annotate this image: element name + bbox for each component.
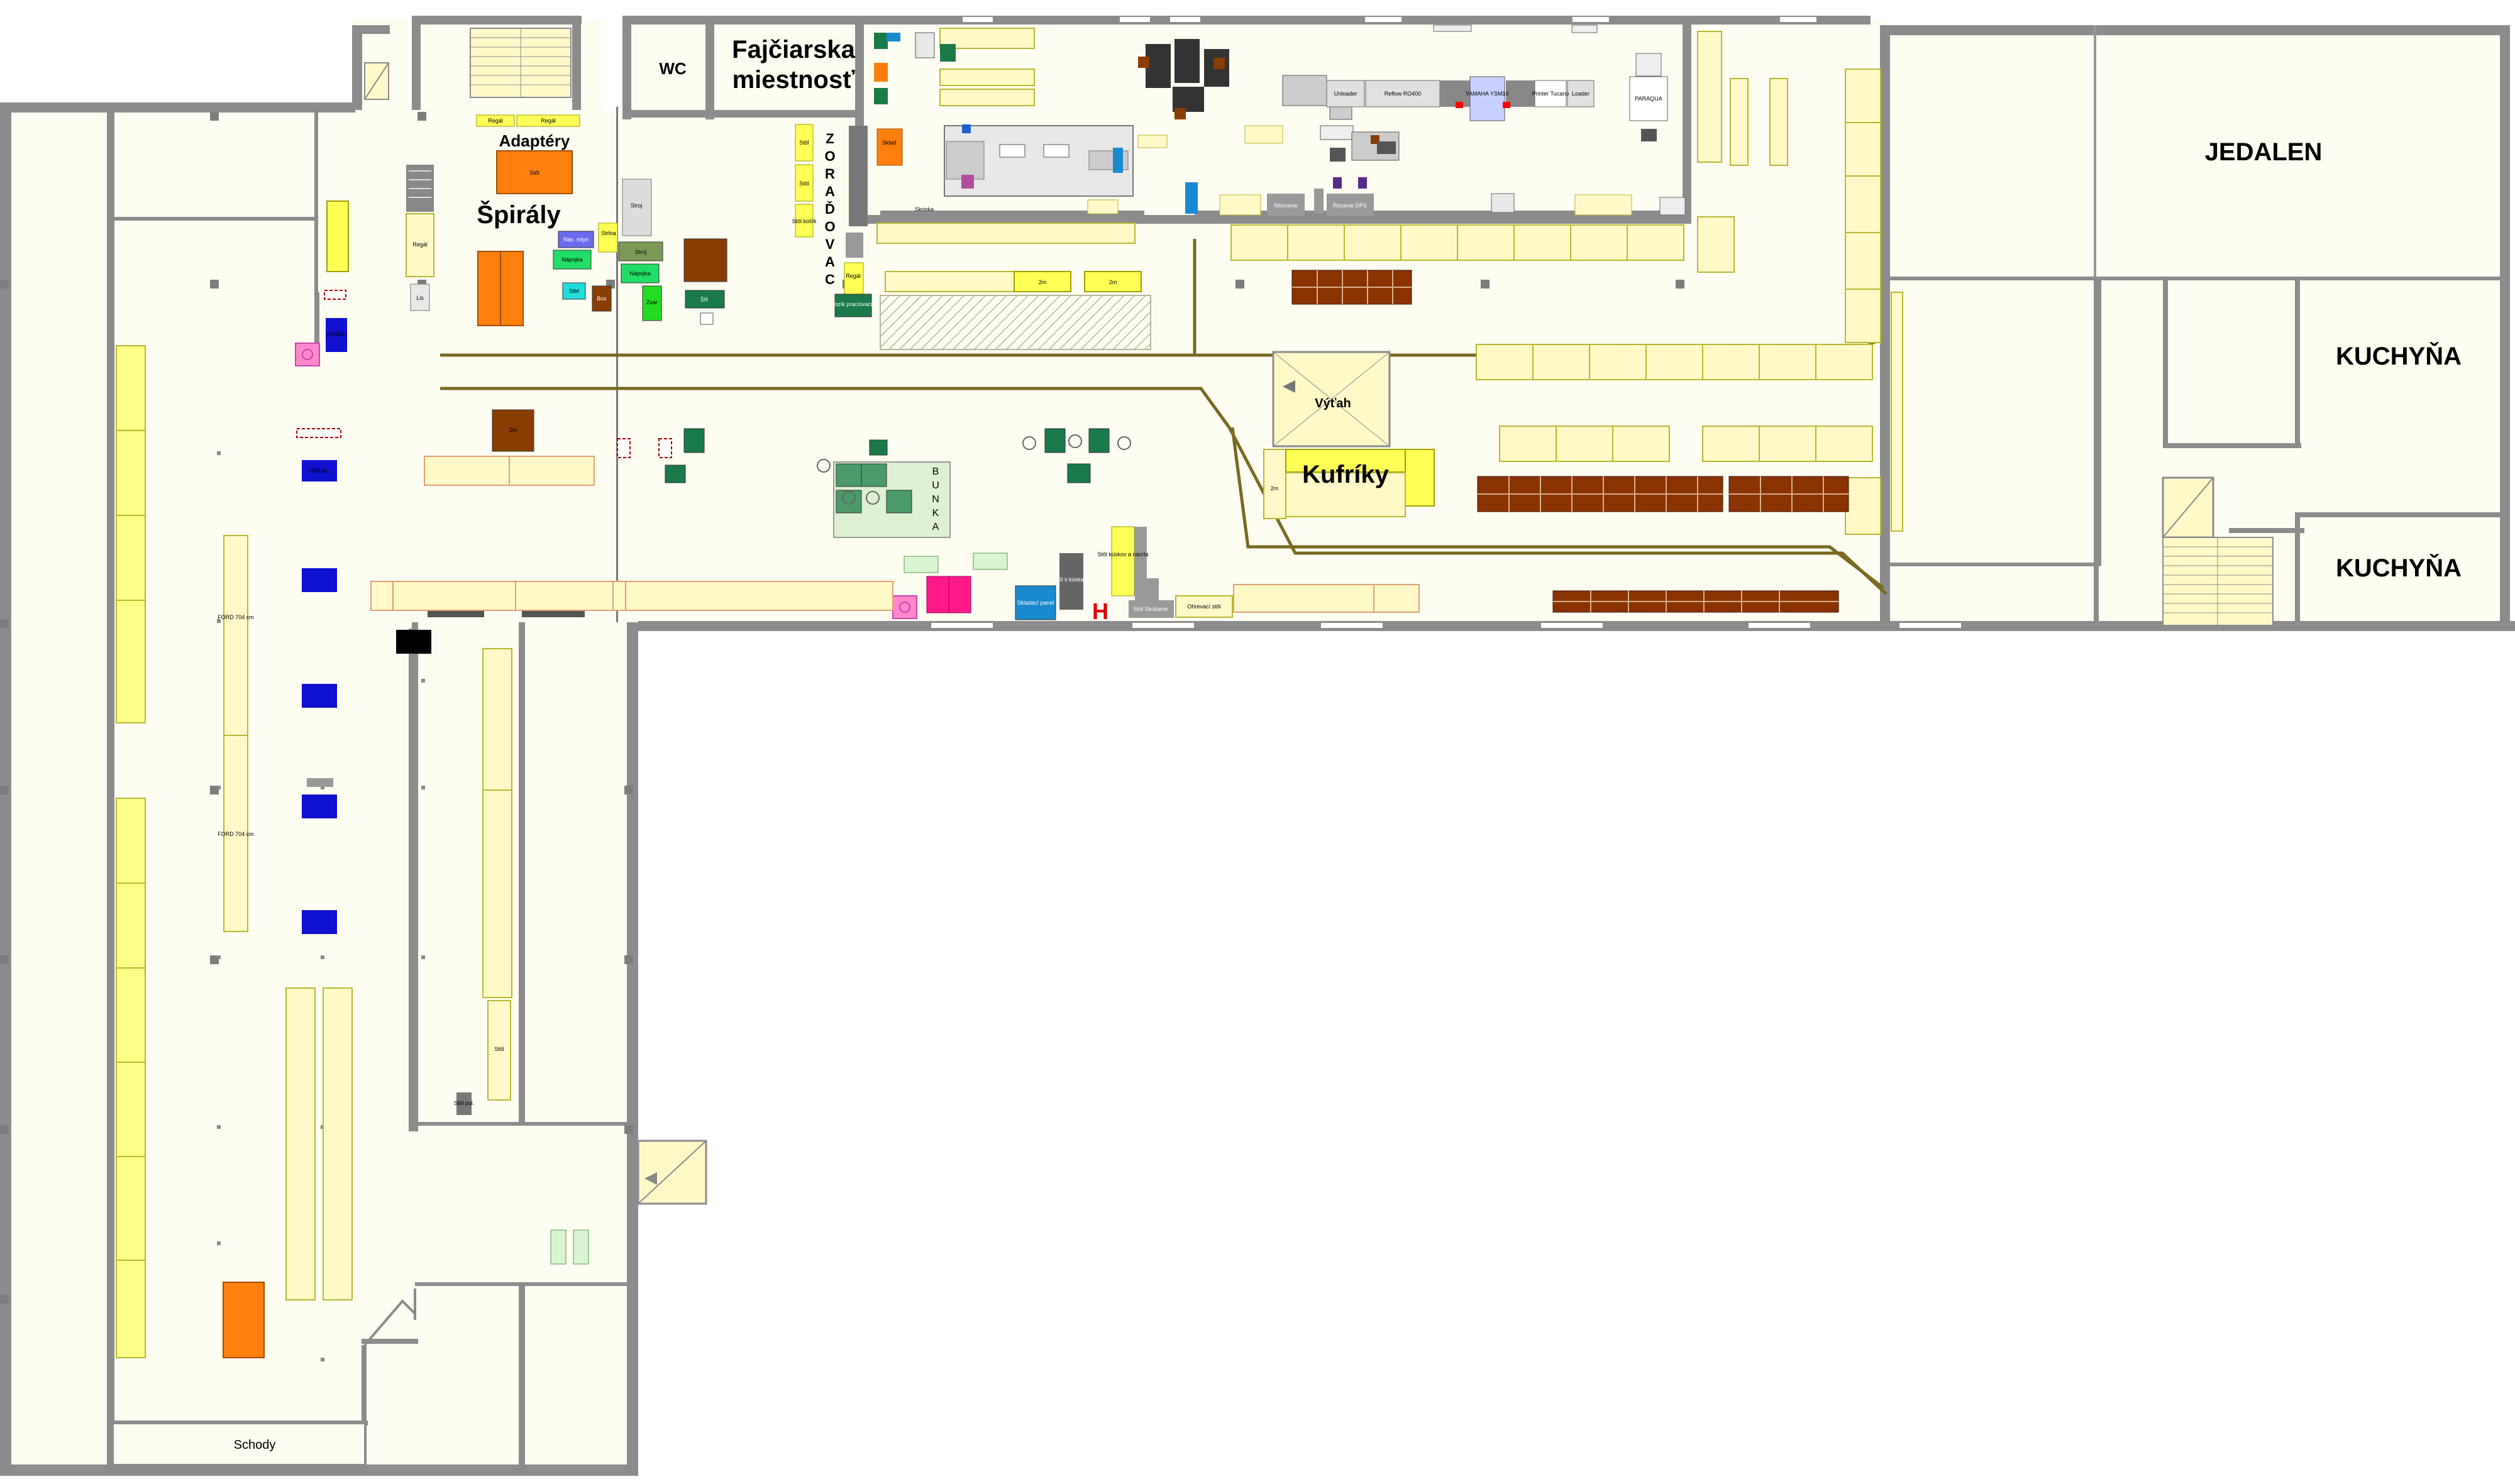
label-yamaha: YAMAHA YSM10 [1466,91,1509,97]
label-ohrevaci-stol: Ohrevací stôl [1187,603,1220,610]
label-paraqua: PARAQUA [1635,96,1662,102]
label-ondal: ONDAL [326,331,346,338]
label-nitovanie: Nitovanie [1274,202,1298,209]
label-regal: Regál [541,118,556,124]
bunka-letter: N [932,494,939,505]
label-regal: Regál [488,118,503,124]
room-label-jedalen: JEDALEN [2205,138,2323,166]
bunka-letter: U [932,480,939,491]
label-vozik: Vozík prac/ovacia [831,301,876,307]
west-wing [113,345,707,1465]
label-rezanie: Rezanie DPS [1333,202,1367,209]
label-2m: 2m [1109,279,1117,285]
label-stroj: Stroj [635,249,647,255]
columns [0,112,1684,1304]
label-2m: 2m [1271,485,1279,492]
zoradovaci-area [795,124,903,317]
label-stol-sklad: Stôl [799,140,809,146]
storage-racks [1230,31,1903,535]
label-regal-small: Regál [846,273,861,279]
zoradovaci-letter: C [825,272,835,287]
label-stol-s-kuskami: Stôl s kúskami [1053,576,1090,583]
bunka-letter: K [932,508,939,519]
label-ondal: ONDAL [309,468,329,474]
label-stol-pul: Stôl pul. [454,1100,475,1106]
label-skrinka: Skrinka [915,206,934,212]
label-2m: 2m [509,427,517,433]
label-ford: FORD 704 cm [218,614,254,620]
label-reflow: Reflow RO400 [1385,91,1422,97]
label-zvar: Zvar [646,299,658,305]
label-stol-kusky: Stôl [799,180,809,187]
smt-room [874,25,1686,216]
area-label-vytah: Výťah [1315,397,1351,410]
label-box: Box [597,295,607,302]
area-label-spiraly: Špirály [477,200,561,229]
area-label-kufriky: Kufríky [1302,461,1390,488]
room-label-wc: WC [659,59,687,78]
room-label-miestnost: miestnosť [732,66,856,94]
label-stroj: Stroj [631,202,643,209]
vytah-kufriky-area [1263,351,1435,519]
bunka-letter: B [932,466,939,477]
zoradovaci-letter: Z [826,131,834,146]
east-stairs [2162,476,2274,626]
zoradovaci-letter: O [824,148,835,164]
label-stbt: Stbt [569,288,580,294]
label-strlna: Strlna [601,230,616,236]
label-2m: 2m [1039,279,1047,285]
windows [930,16,1962,629]
room-label-kuchyna-upper: KUCHYŇA [2336,341,2462,370]
area-label-adaptery: Adaptéry [499,131,570,150]
label-nas-mlyn: Nas. mlyn [563,236,589,243]
label-unloader: Unloader [1334,91,1357,97]
room-labels: JEDALEN KUCHYŇA KUCHYŇA WC Fajčiarska mi… [234,36,2462,1452]
spiraly-area [295,114,727,486]
label-loader: Loader [1572,91,1589,97]
central-area [370,223,1420,620]
label-printer: Printer Tucano [1532,91,1569,97]
pallets [1291,270,1849,613]
zoradovaci-letter: V [826,236,835,252]
label-napajka: Nápojka [561,256,582,263]
label-napajka: Nápojka [629,270,650,277]
fire-extinguisher-mark: H [1092,598,1108,624]
room-label-schody: Schody [234,1438,276,1452]
zoradovaci-letter: Ď [825,201,835,217]
equipment-labels: Regál Regál Stôl Regál Lis ONDAL ONDAL F… [218,91,1662,1106]
label-stol: Stôl [529,170,539,176]
label-stol-skusanie: Stôl Skúšanie [1133,606,1168,612]
label-stol: Stôl [494,1046,504,1052]
zoradovaci-letter: R [825,166,835,182]
bunka-vertical-label: B U N K A [932,466,939,532]
room-label-fajciarska: Fajčiarska [732,36,855,63]
label-skladaci-panel: Skladací panel [1017,600,1054,606]
room-label-kuchyna-lower: KUCHYŇA [2336,553,2462,582]
label-stol-kuskov: Stôl kúskov a nácrta [1097,551,1148,558]
zoradovaci-letter: A [825,184,835,199]
bunka-letter: A [932,522,939,532]
zoradovaci-letter: O [824,219,835,234]
zoradovaci-letter: A [825,254,835,270]
label-stol-kosik: Stôl košík [792,218,817,224]
label-lis: Lis [416,295,424,301]
zoradovaci-vertical-label: Z O R A Ď O V A C [824,131,835,287]
label-regal-side: Regál [412,241,428,248]
label-sr: ŠR [700,297,709,303]
stairs-top-left [364,28,572,100]
label-sklad: Sklad [882,140,897,146]
label-ford: FORD 704 cm [218,831,254,837]
